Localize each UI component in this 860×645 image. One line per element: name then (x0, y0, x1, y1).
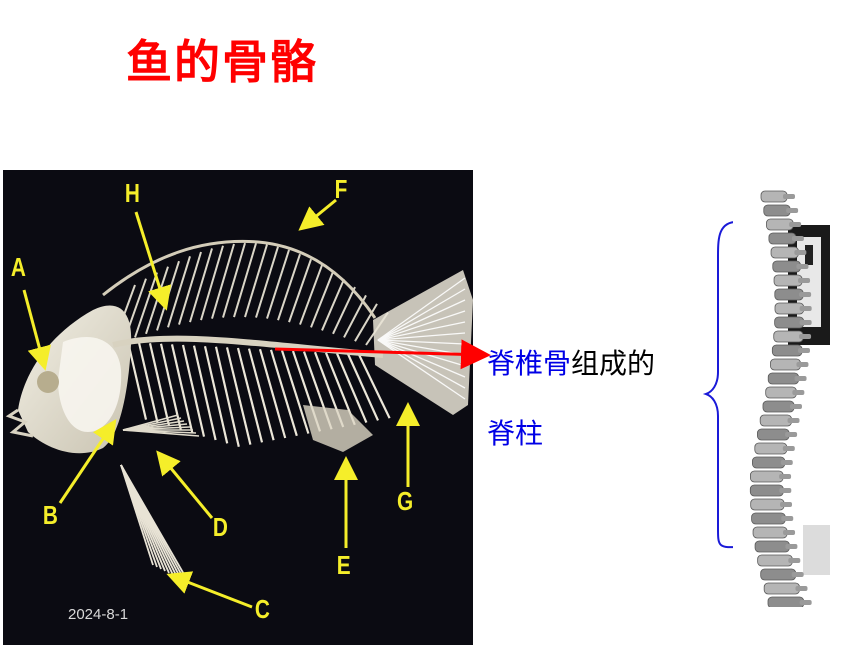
label-f: F (334, 174, 348, 204)
slide-date: 2024-8-1 (68, 606, 129, 623)
fish-skeleton-photo: A H F B D E G C (3, 170, 473, 645)
label-d: D (212, 512, 228, 542)
label-a: A (10, 252, 26, 282)
caption-spine: 脊柱 (487, 417, 544, 450)
slide-title: 鱼的骨骼 (126, 35, 318, 89)
spine-photo (733, 185, 830, 607)
caption-line-1: 脊椎骨组成的 (487, 342, 655, 382)
label-h: H (124, 178, 140, 208)
label-e: E (336, 550, 351, 580)
label-b: B (42, 500, 58, 530)
curly-brace (702, 221, 737, 549)
caption-composed-of: 组成的 (571, 347, 656, 380)
spine-drawing (733, 185, 830, 607)
label-g: G (397, 486, 414, 516)
fish-skeleton-drawing (5, 239, 473, 584)
caption-vertebra-term: 脊椎骨 (487, 347, 572, 380)
label-c: C (254, 594, 270, 624)
